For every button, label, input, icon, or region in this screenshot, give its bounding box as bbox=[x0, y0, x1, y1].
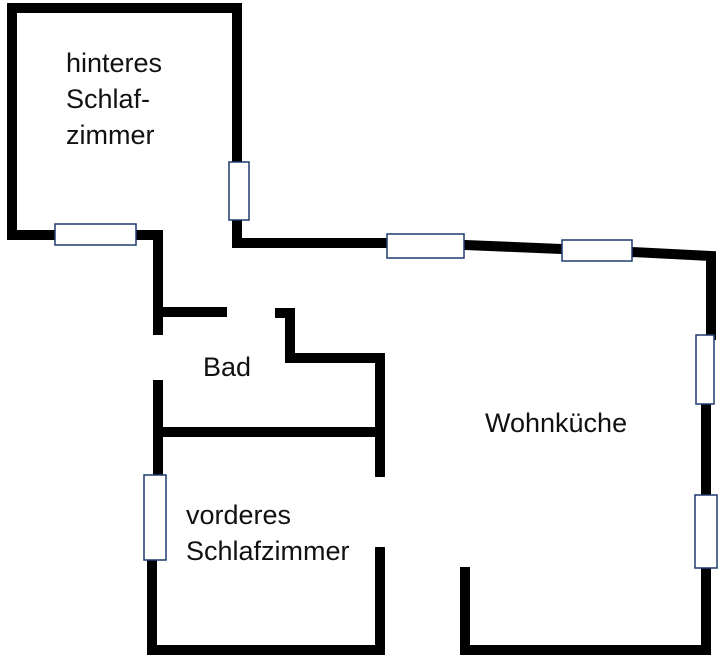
window-rear-bedroom-bottom bbox=[54, 223, 137, 246]
window-kitchen-right-2 bbox=[694, 494, 718, 569]
room-label-wohnkueche: Wohnküche bbox=[485, 408, 628, 438]
room-label-vorderes-schlafzimmer: vorderes Schlafzimmer bbox=[186, 500, 350, 566]
wall-rear-bedroom-outer bbox=[7, 3, 242, 240]
window-kitchen-right-1 bbox=[695, 334, 715, 405]
window-kitchen-top-2 bbox=[561, 239, 633, 262]
room-label-bad: Bad bbox=[203, 352, 252, 382]
room-label-hinteres-schlafzimmer: hinteres Schlaf- zimmer bbox=[66, 48, 163, 150]
wall-front-bedroom bbox=[147, 547, 385, 655]
window-front-bedroom-left bbox=[143, 474, 167, 561]
wall-bath-right bbox=[275, 308, 385, 477]
wall-rear-bedroom-right-lower bbox=[232, 216, 393, 248]
wall-kitchen-top-mid bbox=[459, 239, 568, 255]
window-rear-bedroom-right bbox=[228, 161, 250, 221]
wall-rear-bedroom-bottom-right bbox=[131, 230, 163, 335]
window-kitchen-top-1 bbox=[386, 233, 465, 259]
wall-kitchen-top-right bbox=[626, 246, 716, 340]
wall-kitchen-right-lower bbox=[460, 563, 711, 655]
